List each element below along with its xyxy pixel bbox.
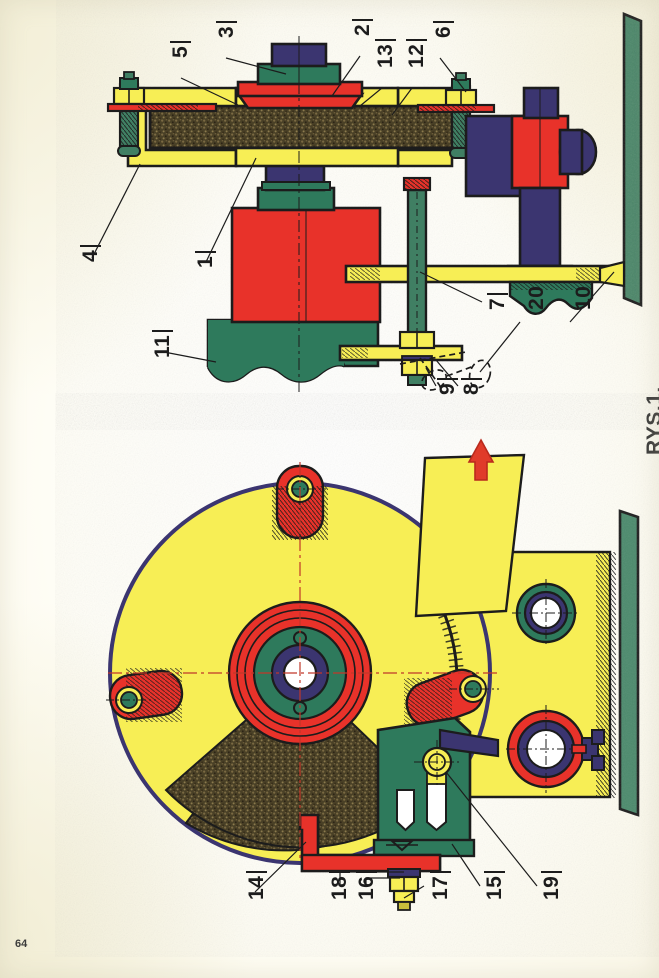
clamp-shoe-right (404, 668, 499, 728)
bearing-eye-upper (512, 579, 580, 647)
clamp-bar-right (416, 103, 496, 114)
mounting-bracket (372, 716, 500, 858)
callout-15: 15 (483, 870, 506, 900)
callout-7: 7 (486, 292, 509, 310)
linkage-phantom-outline (399, 351, 492, 391)
clamp-bar-left (106, 102, 218, 113)
bearing-eye-right (506, 705, 605, 793)
backing-plate-upper (622, 12, 643, 307)
bolt-nut-stack (387, 868, 421, 911)
callout-18: 18 (328, 870, 351, 900)
callout-4: 4 (79, 244, 102, 262)
callout-6: 6 (432, 20, 455, 38)
tool-rest-plate (414, 453, 526, 618)
callout-1: 1 (194, 250, 217, 268)
page-number: 64 (15, 938, 28, 950)
upper-flange (235, 80, 365, 110)
motor-body (464, 86, 598, 280)
direction-arrow-icon (467, 438, 495, 481)
callout-5: 5 (169, 40, 192, 58)
upper-section-view (106, 36, 626, 392)
callout-13: 13 (374, 38, 397, 68)
clamp-stud-left (112, 71, 146, 157)
lower-lock-nut (400, 358, 434, 386)
callout-19: 19 (540, 870, 563, 900)
callout-17: 17 (429, 870, 452, 900)
leader-lines (91, 55, 615, 899)
clamp-shoe-left (106, 668, 184, 722)
callout-20: 20 (525, 280, 548, 310)
adjusting-nut (398, 330, 436, 363)
callout-8: 8 (460, 377, 483, 395)
center-lines-lower (108, 462, 500, 860)
figure-caption: RYS.1. (643, 386, 659, 455)
lower-front-view (106, 438, 616, 911)
red-guard-lip (298, 813, 442, 873)
callout-14: 14 (245, 870, 268, 900)
callout-16: 16 (355, 870, 378, 900)
clamp-shoe-top (272, 464, 328, 540)
backing-plate-lower (618, 509, 640, 817)
callout-11: 11 (151, 329, 174, 358)
callout-3: 3 (215, 20, 238, 38)
callout-2: 2 (351, 18, 374, 36)
horizontal-slide-bar (344, 264, 620, 284)
callout-12: 12 (405, 38, 428, 68)
spindle-housing-collar (256, 158, 336, 212)
callout-10: 10 (572, 280, 595, 310)
grinding-wheel-body (148, 104, 462, 150)
machine-base (206, 318, 380, 383)
callout-9: 9 (436, 377, 459, 395)
